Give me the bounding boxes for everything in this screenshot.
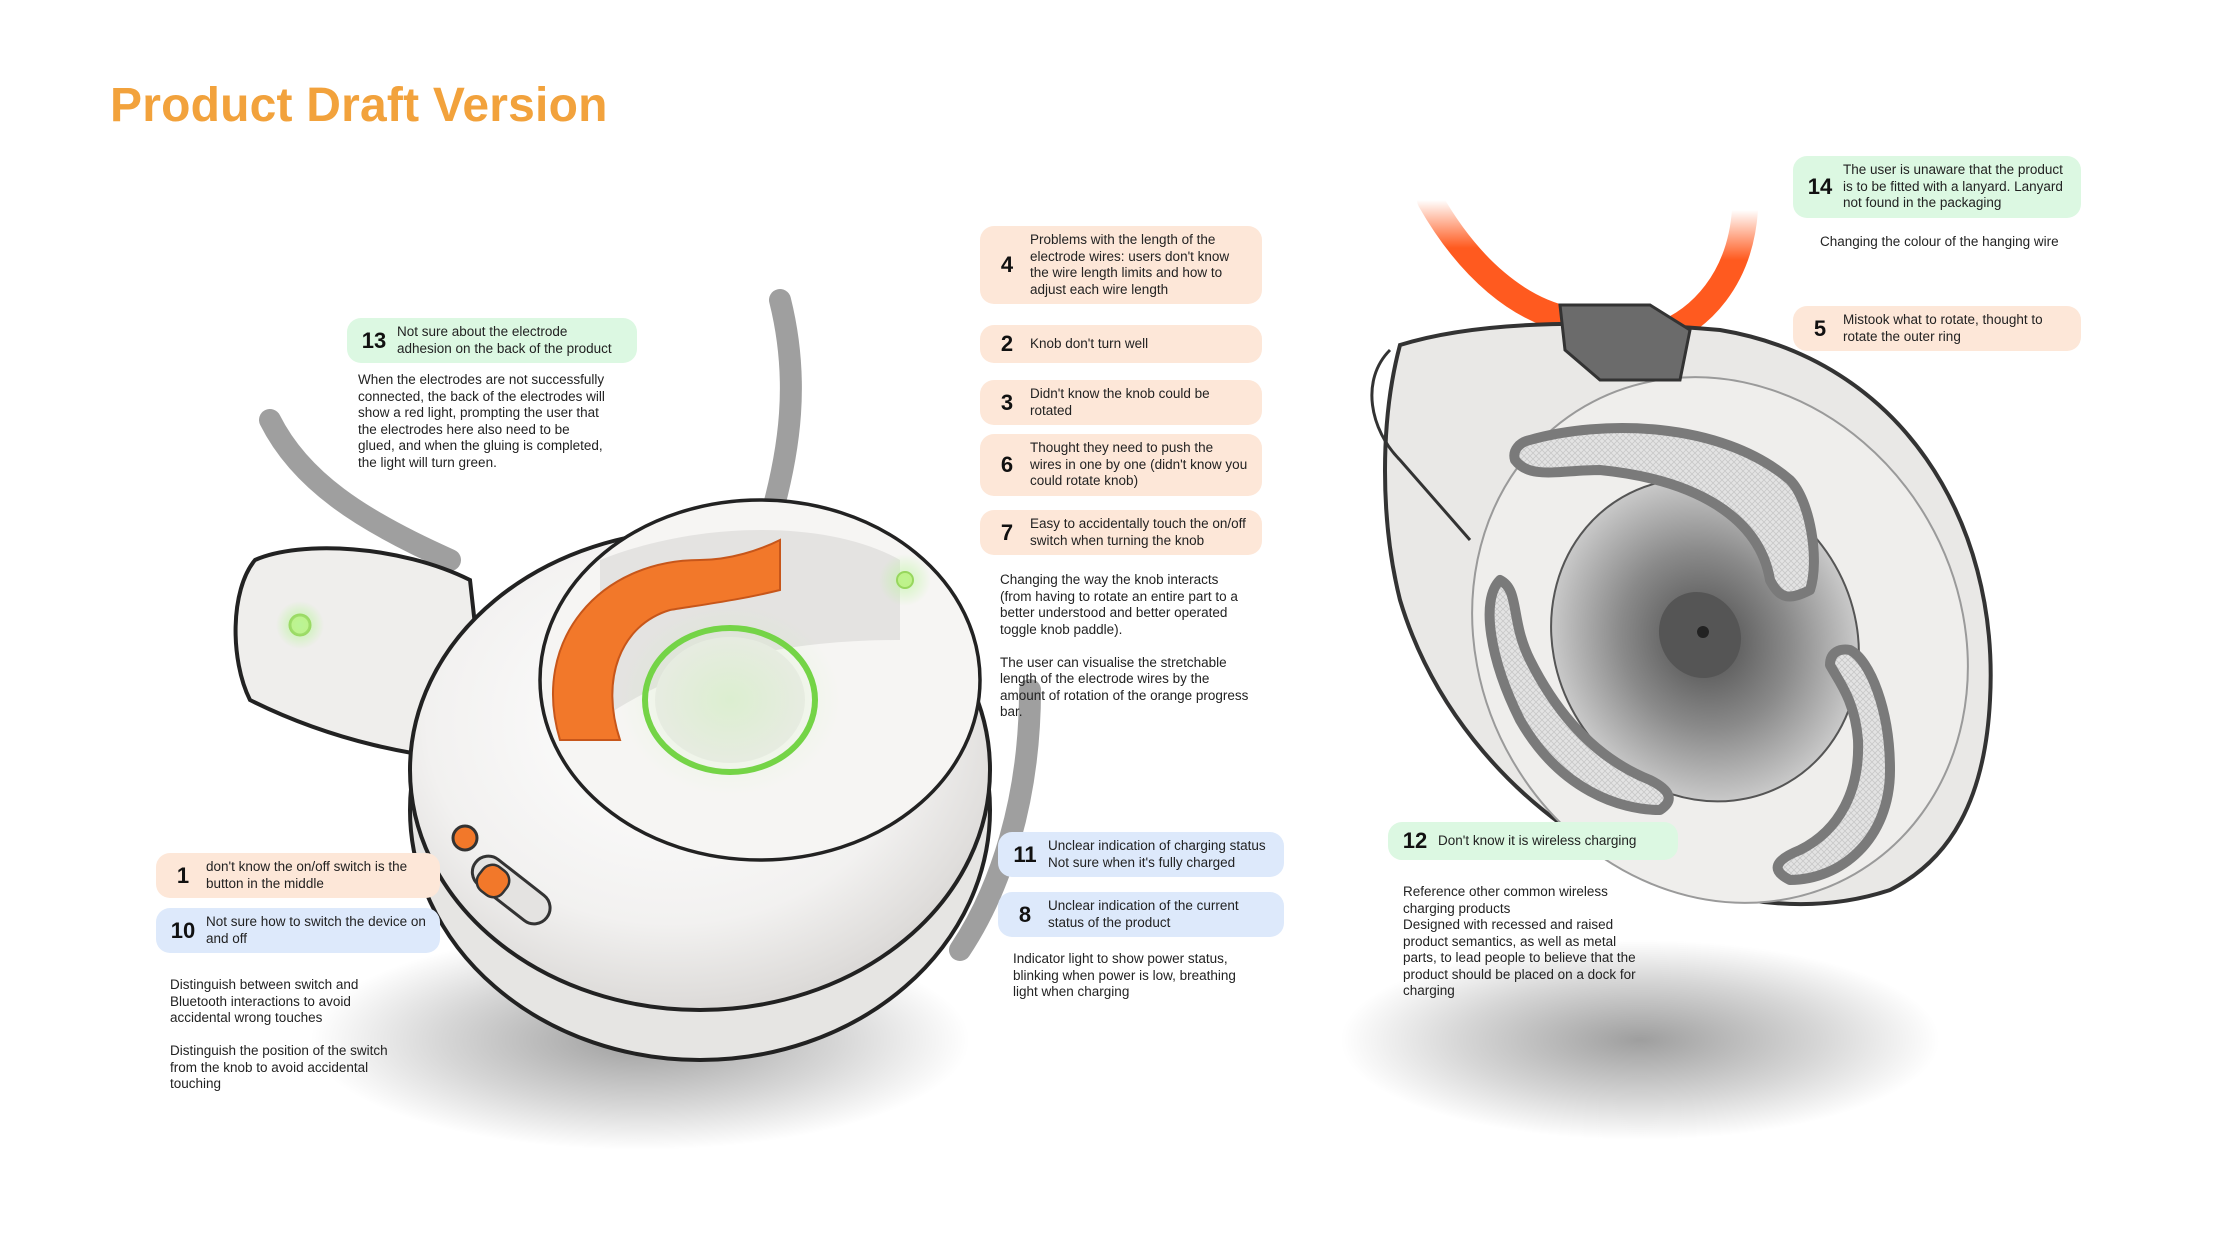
issue-text: Not sure about the electrode adhesion on… [397, 324, 612, 356]
indicator-note: Indicator light to show power status, bl… [1013, 951, 1236, 999]
issue-text: don't know the on/off switch is the butt… [206, 859, 408, 891]
issue-number: 4 [1000, 252, 1014, 277]
issue-number: 10 [170, 917, 196, 943]
switch-note: Distinguish between switch and Bluetooth… [170, 977, 388, 1091]
knob-note: Changing the way the knob interacts (fro… [1000, 572, 1249, 719]
issue-text: Easy to accidentally touch the on/off sw… [1030, 516, 1246, 548]
device-back-sketch [1340, 187, 1993, 1140]
device-front-sketch [233, 289, 1041, 1150]
issue-number: 11 [1013, 841, 1037, 867]
issue-text: Unclear indication of the current status… [1048, 898, 1239, 930]
issue-12: 12 Don't know it is wireless charging [1388, 822, 1678, 860]
electrode-note: When the electrodes are not successfully… [358, 372, 605, 470]
issue-number: 3 [1000, 389, 1014, 415]
issue-1: 1 don't know the on/off switch is the bu… [156, 853, 440, 898]
issue-14: 14 The user is unaware that the product … [1793, 156, 2081, 218]
issue-number: 1 [176, 862, 190, 888]
issue-2: 2 Knob don't turn well [980, 325, 1262, 363]
issue-3: 3 Didn't know the knob could be rotated [980, 380, 1262, 425]
issue-number: 8 [1018, 901, 1032, 927]
issue-text: Thought they need to push the wires in o… [1030, 440, 1248, 488]
issue-text: The user is unaware that the product is … [1843, 162, 2063, 210]
issue-number: 2 [1000, 331, 1014, 356]
issue-7: 7 Easy to accidentally touch the on/off … [980, 510, 1262, 555]
issue-6: 6 Thought they need to push the wires in… [980, 434, 1262, 496]
issue-text: Knob don't turn well [1030, 335, 1149, 351]
issue-13: 13 Not sure about the electrode adhesion… [347, 318, 637, 363]
issue-text: Not sure how to switch the device on and… [206, 914, 426, 946]
issue-text: Mistook what to rotate, thought to rotat… [1843, 312, 2043, 344]
issue-text: Don't know it is wireless charging [1438, 832, 1637, 848]
issue-4: 4 Problems with the length of the electr… [980, 226, 1262, 304]
issue-number: 13 [361, 327, 387, 353]
issue-5: 5 Mistook what to rotate, thought to rot… [1793, 306, 2081, 351]
issue-number: 5 [1813, 315, 1827, 341]
charging-note: Reference other common wireless charging… [1403, 884, 1636, 998]
issue-number: 7 [1000, 519, 1014, 545]
page-title: Product Draft Version [110, 79, 608, 132]
issue-number: 12 [1402, 828, 1428, 853]
issue-text: Unclear indication of charging status No… [1048, 838, 1266, 870]
issue-number: 6 [1000, 451, 1014, 477]
issue-text: Didn't know the knob could be rotated [1030, 386, 1210, 418]
issue-11: 11 Unclear indication of charging status… [998, 832, 1284, 877]
issue-text: Problems with the length of the electrod… [1030, 232, 1230, 297]
issue-number: 14 [1807, 173, 1833, 199]
issue-10: 10 Not sure how to switch the device on … [156, 908, 440, 953]
issue-8: 8 Unclear indication of the current stat… [998, 892, 1284, 937]
lanyard-note: Changing the colour of the hanging wire [1820, 234, 2059, 249]
